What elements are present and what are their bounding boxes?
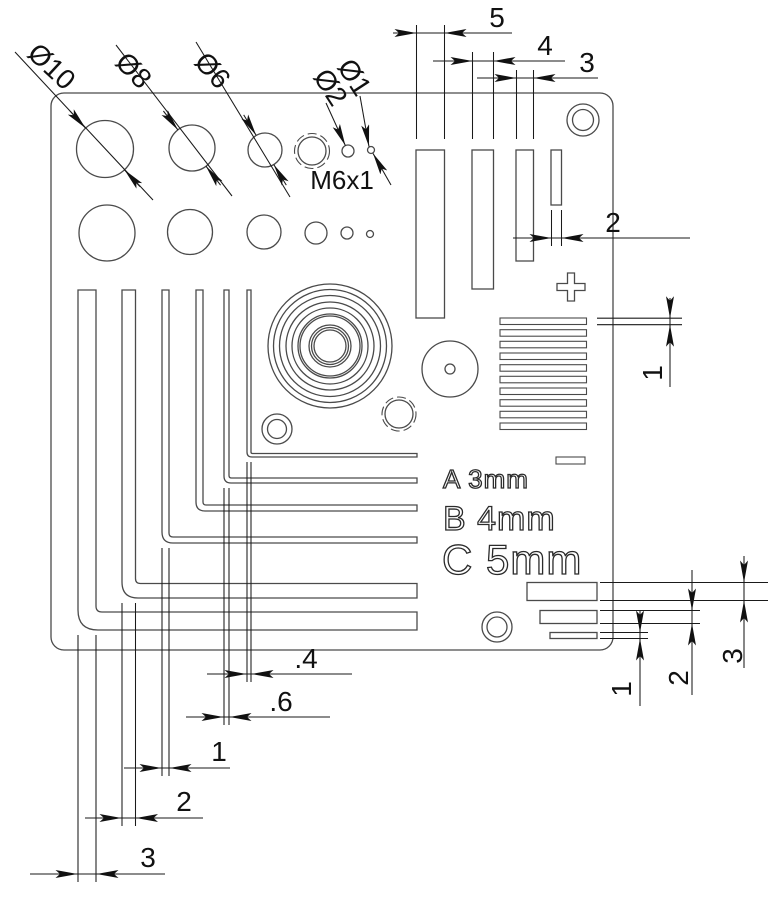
hole-row2-d2	[340, 226, 354, 240]
dim-slot-4: 4	[433, 30, 565, 139]
dim-slot-2: 2	[513, 207, 690, 246]
hole-row2-d6	[246, 214, 282, 250]
label-thread-m6x1: M6x1	[310, 165, 374, 195]
plus-symbol	[556, 272, 586, 302]
label-d6: Ø6	[189, 46, 237, 95]
arrowhead	[359, 95, 370, 147]
hole-d8	[168, 124, 216, 172]
dim-slot-3: 3	[477, 47, 598, 139]
bar-2mm	[539, 609, 598, 625]
arrowhead	[241, 114, 257, 136]
hole-d2	[341, 144, 355, 158]
concentric-cone-rings	[267, 283, 393, 409]
arrowhead	[372, 153, 392, 186]
label-gap-2: 2	[176, 786, 192, 817]
dim-bar-3: 3	[600, 556, 768, 668]
label-gap-3: 3	[140, 842, 156, 873]
label-gap-04: .4	[294, 643, 317, 674]
slot-2mm	[550, 149, 563, 206]
l-slot-2mm	[121, 289, 418, 599]
fin-stack	[499, 317, 588, 431]
plate-outline	[50, 92, 614, 651]
dim-gap-3: 3	[30, 635, 165, 882]
hole-row2-d8	[166, 208, 214, 256]
label-bar-2: 2	[663, 670, 694, 686]
arrowhead	[67, 109, 86, 129]
mount-hole-top-right	[566, 103, 600, 137]
arrowhead	[325, 102, 346, 146]
arrowhead	[161, 110, 179, 131]
hole-d1	[366, 145, 376, 155]
l-slot-08mm	[195, 289, 418, 512]
label-bar-1: 1	[606, 681, 637, 697]
arrowhead	[124, 169, 143, 189]
label-gap-1: 1	[211, 736, 227, 767]
bar-1mm	[549, 631, 598, 640]
step-bars	[526, 581, 598, 640]
dim-slot-5: 5	[393, 2, 512, 139]
arrowhead	[205, 165, 223, 187]
label-d10: Ø10	[22, 37, 82, 96]
dome-feature	[421, 340, 479, 398]
engraved-a3mm: A 3mm	[443, 464, 529, 494]
dim-fin-1: 1	[597, 296, 682, 387]
l-slot-1mm	[161, 289, 418, 544]
label-d8: Ø8	[110, 46, 158, 94]
slot-5mm	[415, 149, 446, 319]
hole-row2-d4	[304, 221, 328, 245]
slot-3mm	[515, 149, 535, 262]
hole-row2-d1	[365, 229, 375, 239]
dim-gap-04: .4	[207, 462, 352, 682]
counterbore-hole	[261, 413, 293, 445]
l-slot-group	[77, 289, 418, 631]
l-slot-3mm	[77, 289, 418, 631]
dim-bar-1: 1	[600, 610, 648, 706]
dim-gap-06: .6	[186, 488, 330, 725]
threaded-hole-m6	[293, 132, 331, 170]
callout-d6: Ø6	[189, 41, 291, 198]
arrowhead	[273, 164, 289, 186]
label-bar-3: 3	[717, 648, 748, 664]
bar-3mm	[526, 581, 598, 602]
engraved-b4mm: B 4mm	[443, 500, 556, 538]
hole-d6	[247, 132, 283, 168]
hole-row-1	[75, 119, 376, 179]
dim-gap-1: 1	[124, 548, 230, 776]
threaded-hole-mid	[381, 396, 417, 432]
label-dim-3: 3	[579, 47, 595, 78]
hole-row-2	[78, 204, 375, 262]
label-dim-4: 4	[537, 30, 553, 61]
dim-bar-2: 2	[600, 570, 700, 695]
engraved-c5mm: C 5mm	[442, 536, 582, 583]
hole-d10	[75, 119, 135, 179]
top-slot-group	[415, 149, 563, 319]
label-dim-2: 2	[605, 207, 621, 238]
single-bar	[555, 456, 586, 465]
hole-row2-d10	[78, 204, 136, 262]
label-dim-5: 5	[489, 2, 505, 33]
dim-gap-2: 2	[85, 603, 203, 826]
slot-4mm	[471, 149, 495, 290]
l-slot-06mm	[223, 289, 418, 484]
l-slot-04mm	[246, 289, 418, 458]
label-gap-06: .6	[269, 686, 292, 717]
label-fin-1: 1	[637, 365, 668, 381]
mount-hole-bottom-right	[481, 611, 513, 643]
